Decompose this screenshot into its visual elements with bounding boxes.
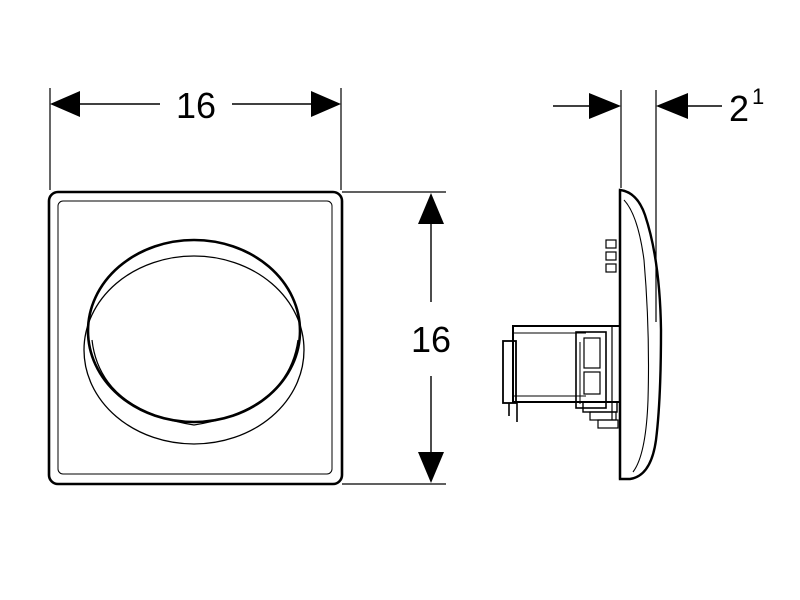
- height-label: 16: [411, 319, 451, 360]
- flush-button-lower-edge: [91, 339, 299, 426]
- flush-button-face: [86, 238, 302, 424]
- actuator-body: [512, 325, 621, 403]
- depth-label-superscript: 1: [752, 84, 764, 109]
- arrow-left-icon: [50, 91, 80, 117]
- side-plate-profile: [618, 188, 663, 481]
- arrow-up-icon: [418, 193, 444, 224]
- side-view: [502, 188, 663, 481]
- arrow-right-icon: [311, 91, 341, 117]
- front-view: [47, 190, 344, 486]
- depth-dimension: 2 1: [553, 84, 764, 322]
- height-dimension: 16: [342, 191, 451, 485]
- actuator-end-cap: [502, 340, 517, 404]
- width-label: 16: [176, 85, 216, 126]
- depth-label: 2: [729, 88, 749, 129]
- arrow-down-icon: [418, 452, 444, 483]
- side-plate-inner-line: [623, 199, 650, 473]
- front-plate-outer: [47, 190, 344, 486]
- width-dimension: 16: [49, 85, 342, 190]
- flush-button-ring: [83, 255, 305, 445]
- actuator-coupling: [575, 331, 607, 409]
- front-plate-inner: [57, 200, 333, 475]
- arrow-left-icon: [656, 93, 688, 119]
- arrow-right-icon: [589, 93, 621, 119]
